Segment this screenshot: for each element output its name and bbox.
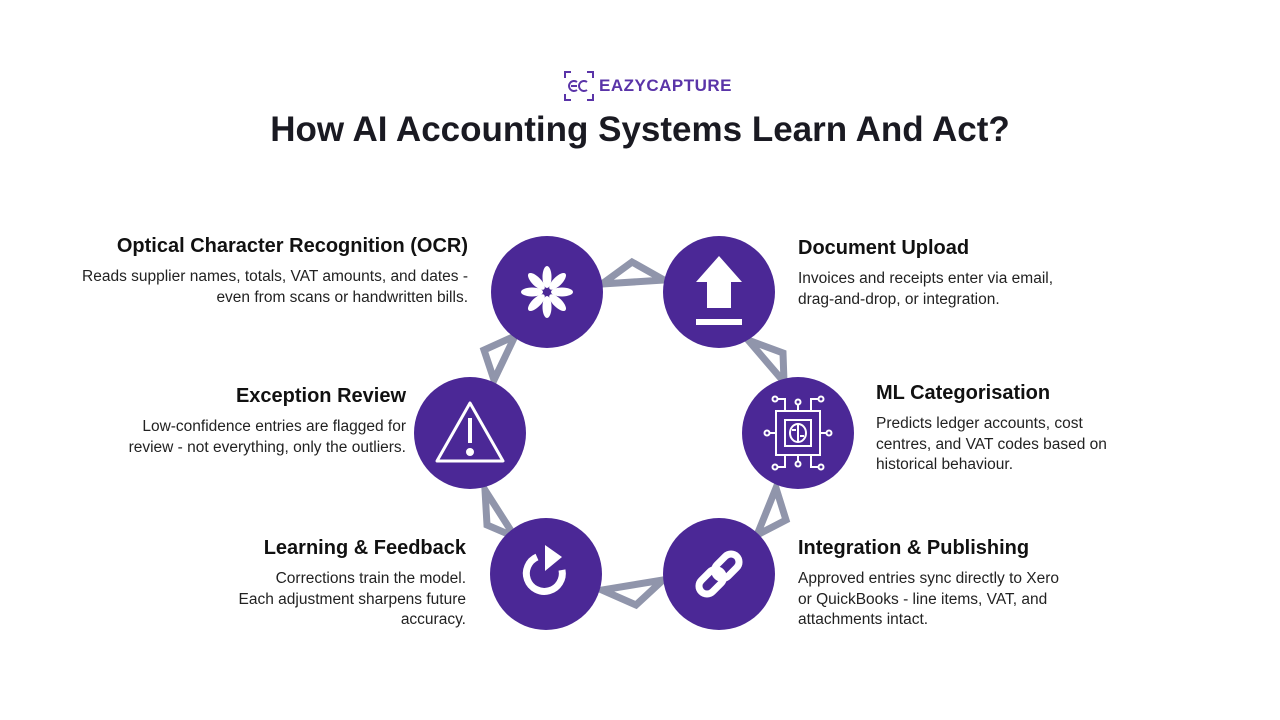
step-title: Learning & Feedback	[263, 537, 466, 559]
step-document-upload: Document Upload Invoices and receipts en…	[798, 237, 1058, 310]
step-exception-review: Exception Review Low-confidence entries …	[126, 385, 406, 458]
brand-logo: EAZYCAPTURE	[563, 70, 732, 102]
connector-ocr-upload	[590, 257, 676, 289]
step-integration-publishing: Integration & Publishing Approved entrie…	[798, 537, 1063, 631]
step-description: Corrections train the model. Each adjust…	[238, 570, 466, 628]
step-ml-categorisation: ML Categorisation Predicts ledger accoun…	[876, 382, 1126, 476]
refresh-icon	[522, 545, 566, 595]
asterisk-icon	[521, 266, 573, 318]
node-learning	[490, 518, 602, 630]
connector-upload-ml	[736, 332, 788, 392]
step-learning-feedback: Learning & Feedback Corrections train th…	[236, 537, 466, 631]
connector-exception-ocr	[479, 328, 523, 390]
connector-learning-exception	[480, 476, 525, 545]
connector-integration-learning	[589, 574, 674, 610]
logo-mark-icon	[564, 71, 594, 101]
upload-icon	[696, 256, 742, 325]
connector-ml-integration	[750, 477, 791, 543]
node-ocr	[491, 236, 603, 348]
step-title: Optical Character Recognition (OCR)	[116, 235, 468, 257]
step-title: Document Upload	[798, 237, 970, 259]
step-description: Approved entries sync directly to Xero o…	[798, 570, 1060, 628]
step-description: Invoices and receipts enter via email, d…	[798, 270, 1054, 308]
step-description: Predicts ledger accounts, cost centres, …	[876, 415, 1107, 473]
page-title: How AI Accounting Systems Learn And Act?	[270, 110, 1010, 149]
link-icon	[695, 550, 743, 598]
warning-icon	[435, 401, 505, 463]
step-description: Reads supplier names, totals, VAT amount…	[82, 268, 468, 306]
step-ocr: Optical Character Recognition (OCR) Read…	[70, 235, 468, 308]
brand-name: EAZYCAPTURE	[599, 76, 733, 95]
ai-chip-icon	[763, 395, 833, 471]
step-title: ML Categorisation	[876, 382, 1051, 404]
step-title: Exception Review	[235, 385, 406, 407]
step-description: Low-confidence entries are flagged for r…	[128, 418, 406, 456]
step-title: Integration & Publishing	[798, 537, 1030, 559]
